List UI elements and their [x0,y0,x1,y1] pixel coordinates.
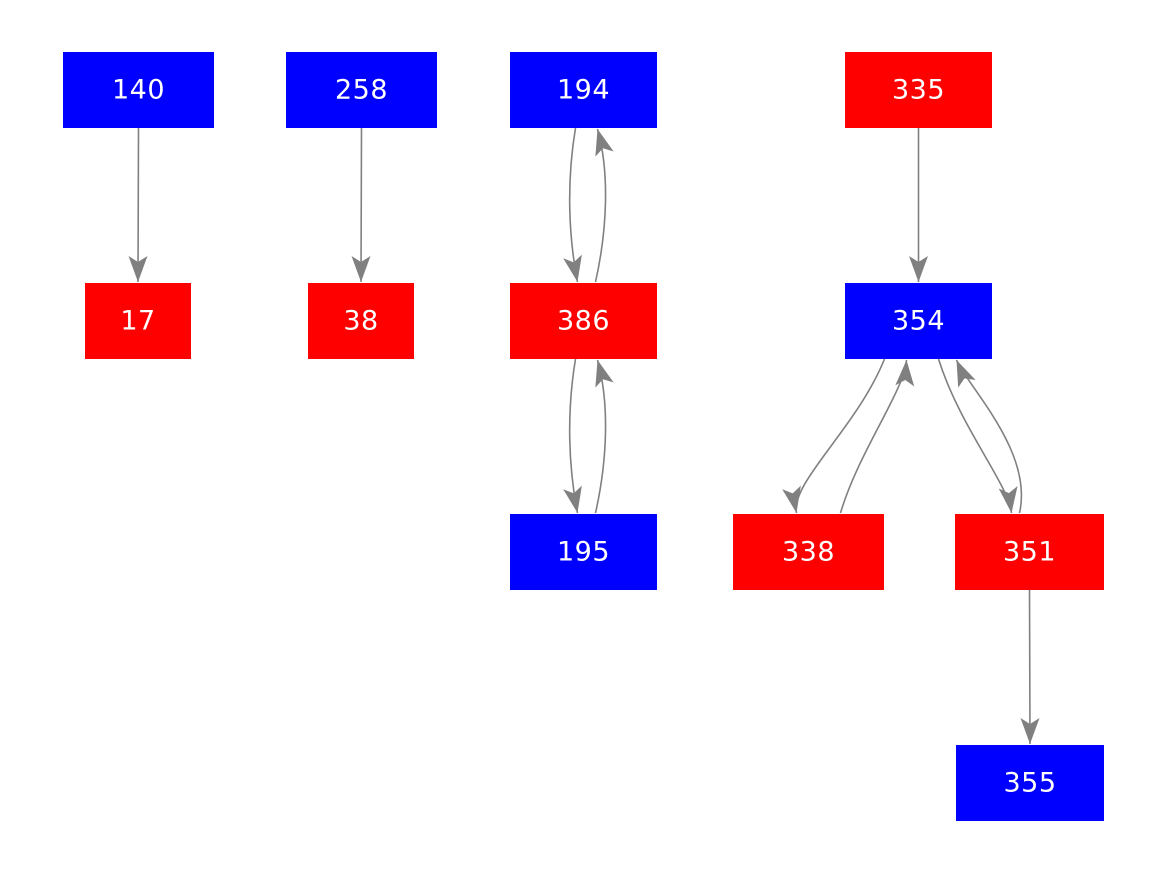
edge-351-to-354 [955,359,1023,514]
arrowhead-338-to-354 [895,360,915,387]
node-386[interactable]: 386 [510,283,657,359]
arrowhead-335-to-354 [909,256,928,282]
node-355[interactable]: 355 [956,745,1104,821]
node-rect-195[interactable] [510,514,657,590]
node-351[interactable]: 351 [955,514,1104,590]
edge-351-to-355 [1028,589,1031,745]
edge-140-to-17 [137,127,140,283]
nodes-layer: 140 17 258 38 194 386 195 335 354 338 351 355 [63,52,1104,821]
node-label-140: 140 [112,75,165,106]
arrowhead-194-to-386 [563,254,582,282]
edge-194-to-386 [568,127,579,283]
node-label-355: 355 [1003,768,1056,799]
arrowhead-386-to-194 [595,129,614,157]
node-38[interactable]: 38 [308,283,414,359]
edge-258-to-38 [360,127,363,283]
node-label-335: 335 [892,75,945,106]
edge-354-to-338 [795,358,886,514]
node-label-386: 386 [557,306,610,337]
node-335[interactable]: 335 [845,52,992,128]
arrowhead-351-to-354 [956,360,976,388]
node-195[interactable]: 195 [510,514,657,590]
node-rect-17[interactable] [85,283,191,359]
node-rect-386[interactable] [510,283,657,359]
node-rect-194[interactable] [510,52,657,128]
node-label-195: 195 [557,537,610,568]
arrowhead-354-to-338 [782,485,801,513]
node-label-17: 17 [120,306,155,337]
node-rect-38[interactable] [308,283,414,359]
node-354[interactable]: 354 [845,283,992,359]
edges-layer [128,127,1040,745]
node-140[interactable]: 140 [63,52,214,128]
node-label-338: 338 [782,537,835,568]
arrowhead-386-to-195 [563,485,582,513]
node-rect-338[interactable] [733,514,884,590]
arrowhead-140-to-17 [128,256,148,282]
node-rect-140[interactable] [63,52,214,128]
node-label-38: 38 [343,306,378,337]
node-rect-351[interactable] [955,514,1104,590]
node-194[interactable]: 194 [510,52,657,128]
arrowhead-351-to-355 [1020,718,1040,744]
node-label-354: 354 [892,306,945,337]
node-17[interactable]: 17 [85,283,191,359]
node-label-258: 258 [335,75,388,106]
node-label-351: 351 [1003,537,1056,568]
arrowhead-354-to-351 [998,485,1018,513]
node-rect-354[interactable] [845,283,992,359]
node-rect-335[interactable] [845,52,992,128]
edge-386-to-195 [568,358,579,514]
node-rect-258[interactable] [286,52,437,128]
arrowhead-258-to-38 [351,256,371,282]
node-rect-355[interactable] [956,745,1104,821]
node-label-194: 194 [557,75,610,106]
arrowhead-195-to-386 [595,360,614,388]
node-258[interactable]: 258 [286,52,437,128]
node-338[interactable]: 338 [733,514,884,590]
